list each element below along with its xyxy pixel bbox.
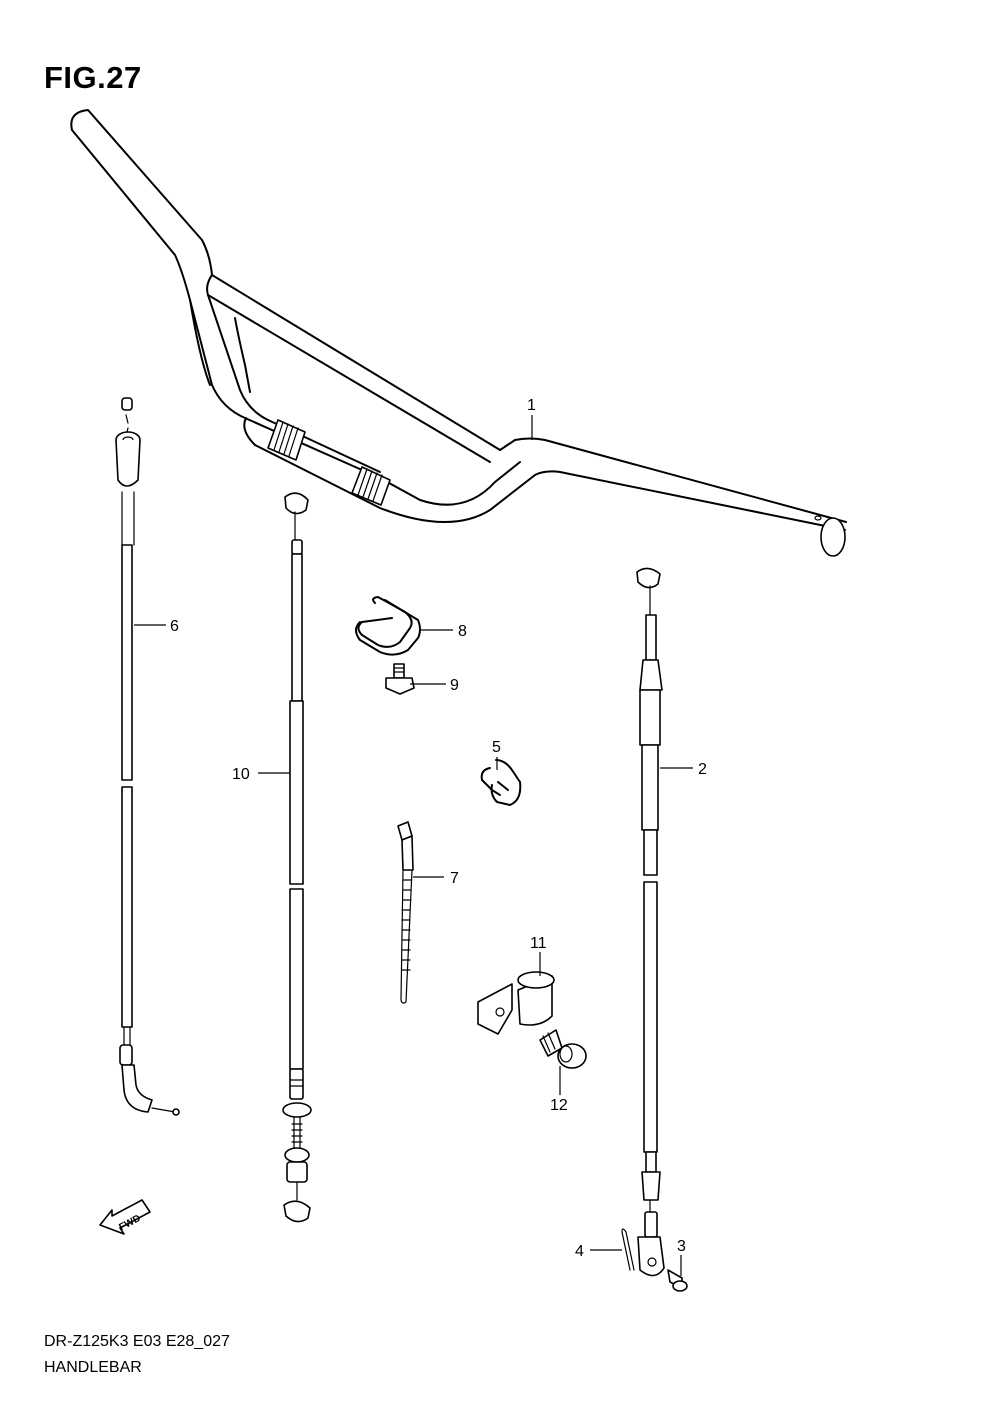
cable-part-10: [282, 492, 312, 1223]
callout-numbers: 1 2 3 4 5 6 7 8 9 10 11 12: [170, 397, 707, 1260]
callout-10: 10: [232, 766, 250, 783]
callout-7: 7: [450, 870, 459, 887]
cotter-pin-part-4: [621, 1228, 635, 1271]
clamp-part-8: [355, 596, 421, 656]
callout-8: 8: [458, 623, 467, 640]
figure-title: FIG.27: [44, 60, 142, 95]
clamp-part-11: [477, 971, 555, 1035]
handlebar-part-1: [70, 109, 847, 557]
bolt-part-12: [539, 1029, 587, 1069]
handlebar-knurl-left: [267, 419, 306, 461]
callout-12: 12: [550, 1097, 568, 1114]
handlebar-knurl-right: [351, 466, 391, 506]
section-name: HANDLEBAR: [44, 1359, 142, 1376]
model-code: DR-Z125K3 E03 E28_027: [44, 1333, 230, 1350]
callout-4: 4: [575, 1243, 584, 1260]
callout-5: 5: [492, 739, 501, 756]
leader-lines: [134, 415, 693, 1276]
cable-part-6: [115, 397, 180, 1116]
callout-9: 9: [450, 677, 459, 694]
forward-direction-arrow-icon: FWD: [99, 1199, 151, 1235]
cable-part-2: [636, 567, 665, 1277]
pin-part-3: [667, 1269, 688, 1292]
holder-part-5: [480, 759, 522, 806]
bolt-part-9: [385, 663, 415, 695]
cable-tie-part-7: [397, 821, 414, 1004]
callout-11: 11: [530, 935, 547, 952]
callout-2: 2: [698, 761, 707, 778]
callout-1: 1: [527, 397, 536, 414]
callout-6: 6: [170, 618, 179, 635]
callout-3: 3: [677, 1238, 686, 1255]
